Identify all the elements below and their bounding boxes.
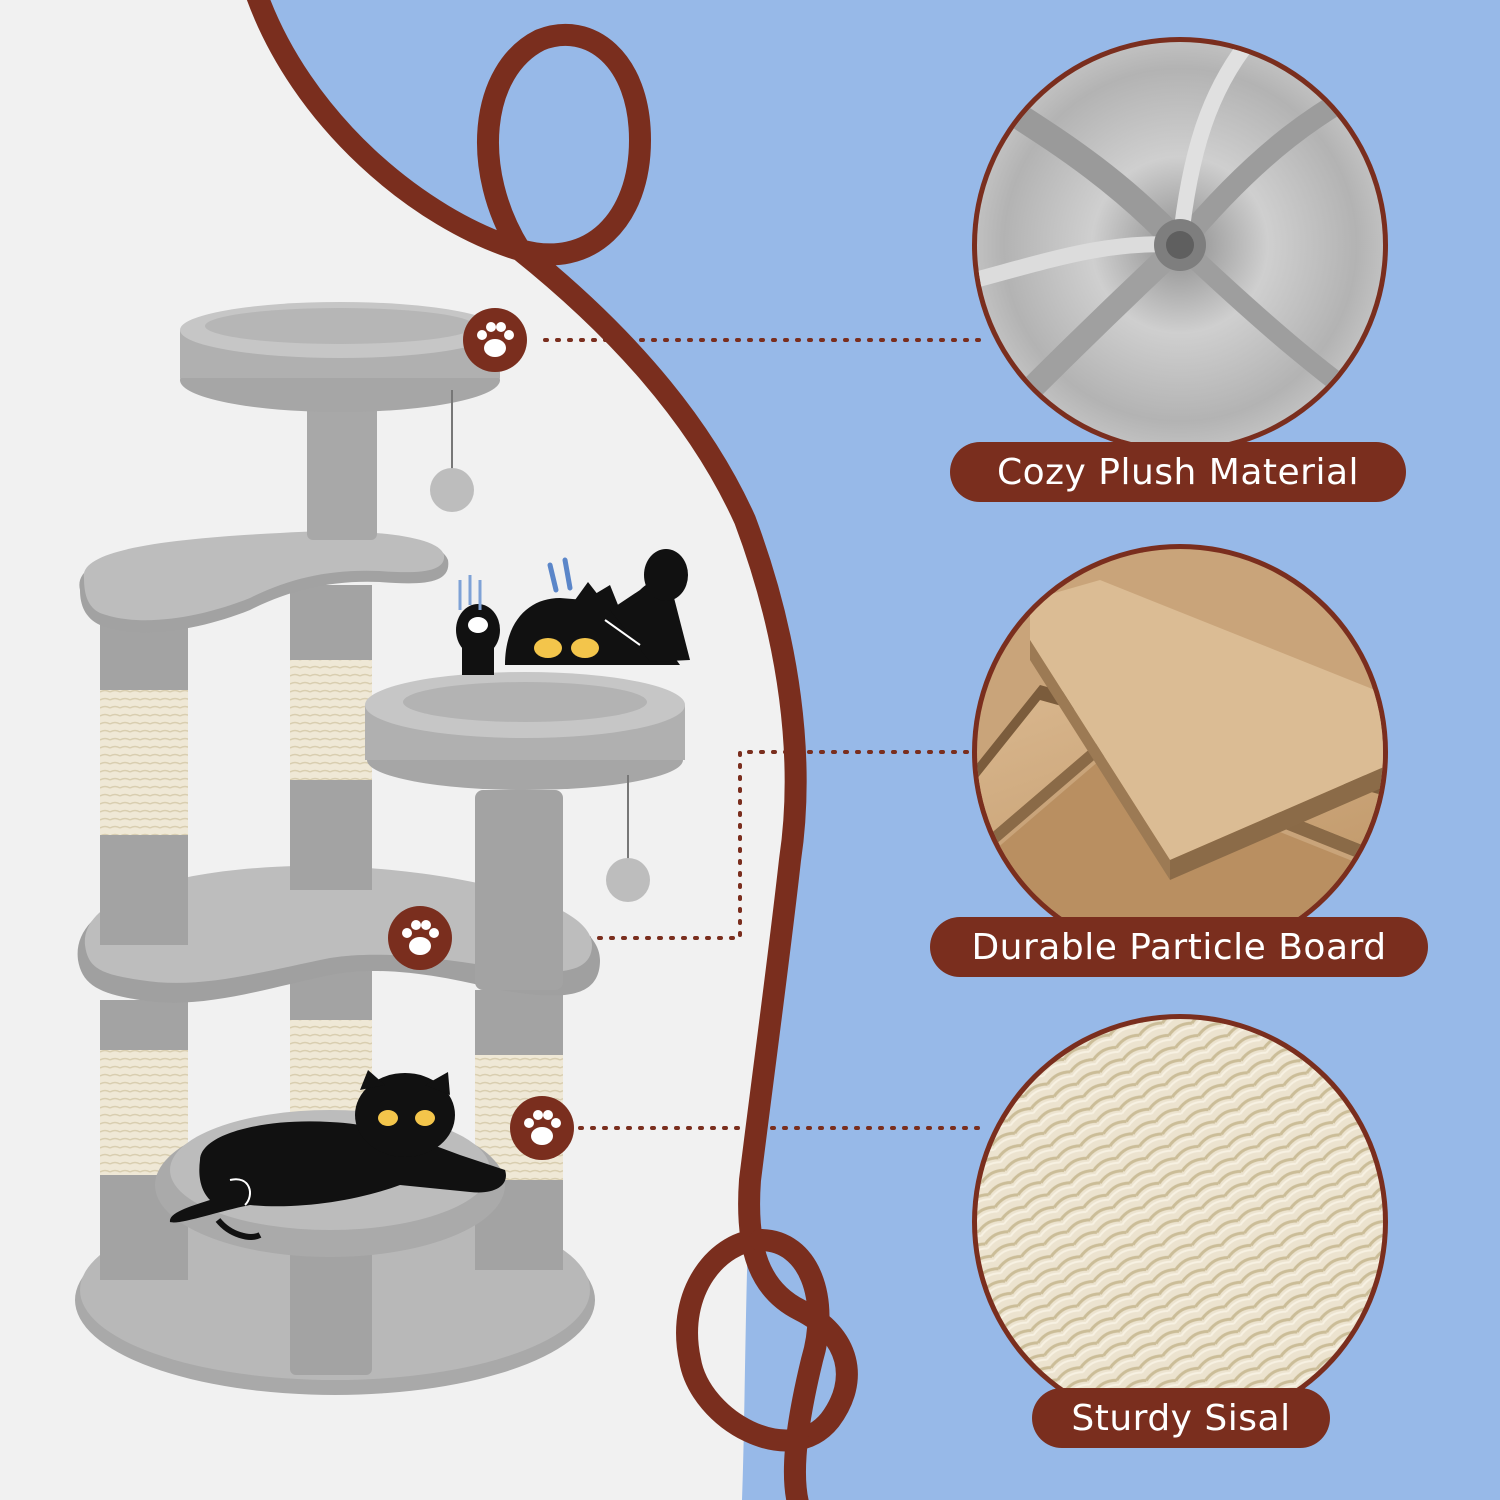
lying-cat-illustration — [169, 1070, 506, 1240]
callout-lines — [453, 338, 987, 1130]
feature-label-plush: Cozy Plush Material — [950, 442, 1406, 502]
feature-label-sisal: Sturdy Sisal — [1032, 1388, 1330, 1448]
feature-label-particle-board: Durable Particle Board — [930, 917, 1428, 977]
decorative-string — [247, 0, 858, 1452]
paw-print-icon — [463, 308, 527, 372]
peeking-cat-illustration — [456, 549, 690, 675]
plush-fabric-swatch — [972, 37, 1388, 453]
paw-print-icon — [388, 906, 452, 970]
decorative-string-tail — [749, 1229, 830, 1500]
paw-print-icon — [510, 1096, 574, 1160]
sisal-rope-swatch — [972, 1014, 1388, 1430]
